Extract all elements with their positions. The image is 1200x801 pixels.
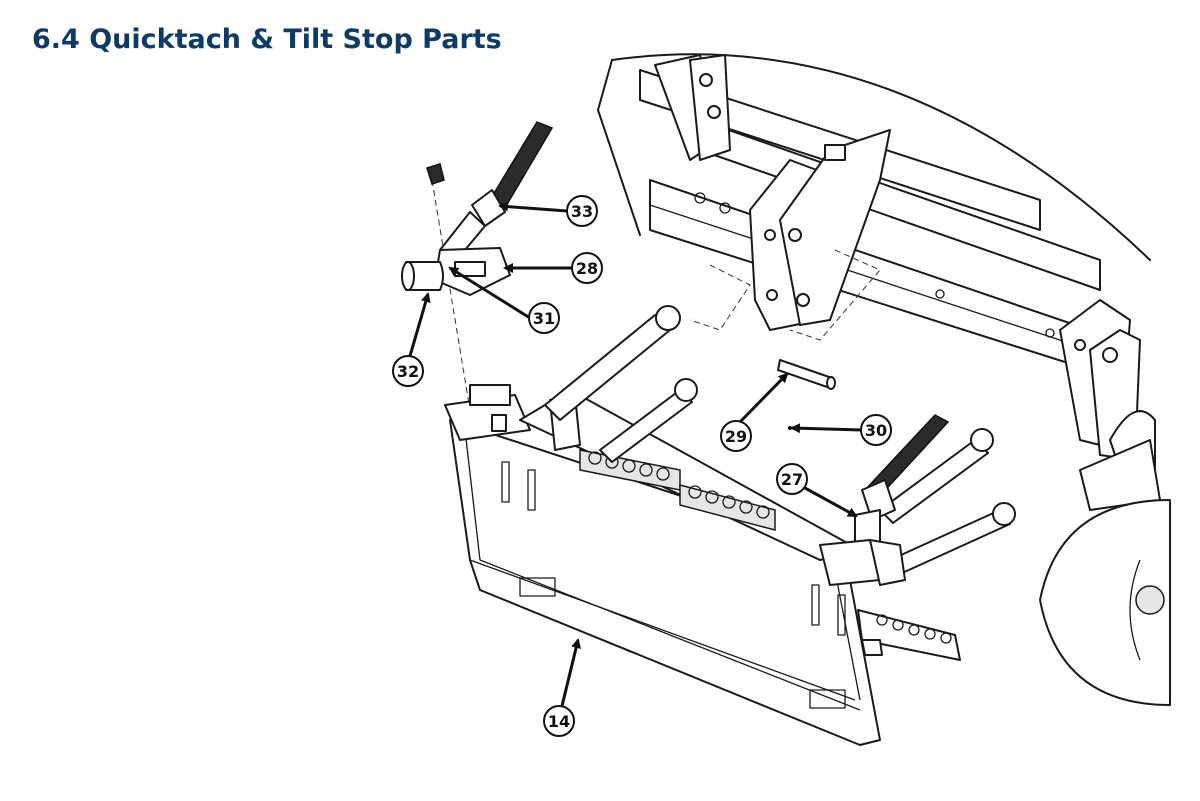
page-title: 6.4 Quicktach & Tilt Stop Parts	[32, 24, 502, 55]
callout-14: 14	[543, 705, 575, 737]
callout-label: 32	[397, 362, 419, 381]
pin-and-clip	[777, 359, 836, 430]
callout-label: 27	[781, 470, 803, 489]
callout-30: 30	[860, 414, 892, 446]
callout-label: 31	[533, 309, 555, 328]
quicktach-plate	[444, 384, 881, 746]
callout-label: 28	[576, 259, 598, 278]
callout-label: 33	[571, 202, 593, 221]
callout-label: 29	[725, 427, 747, 446]
callout-27: 27	[776, 463, 808, 495]
callout-29: 29	[720, 420, 752, 452]
callout-label: 30	[865, 421, 887, 440]
left-lever-assembly	[401, 121, 554, 411]
callout-label: 14	[548, 712, 570, 731]
callout-33: 33	[566, 195, 598, 227]
callout-31: 31	[528, 302, 560, 334]
right-lever-assembly	[819, 414, 961, 661]
leader-arrows	[408, 201, 863, 707]
callout-32: 32	[392, 355, 424, 387]
hydraulic-cylinders	[544, 305, 1016, 575]
tractor-frame-illustration	[597, 53, 1171, 706]
callout-28: 28	[571, 252, 603, 284]
